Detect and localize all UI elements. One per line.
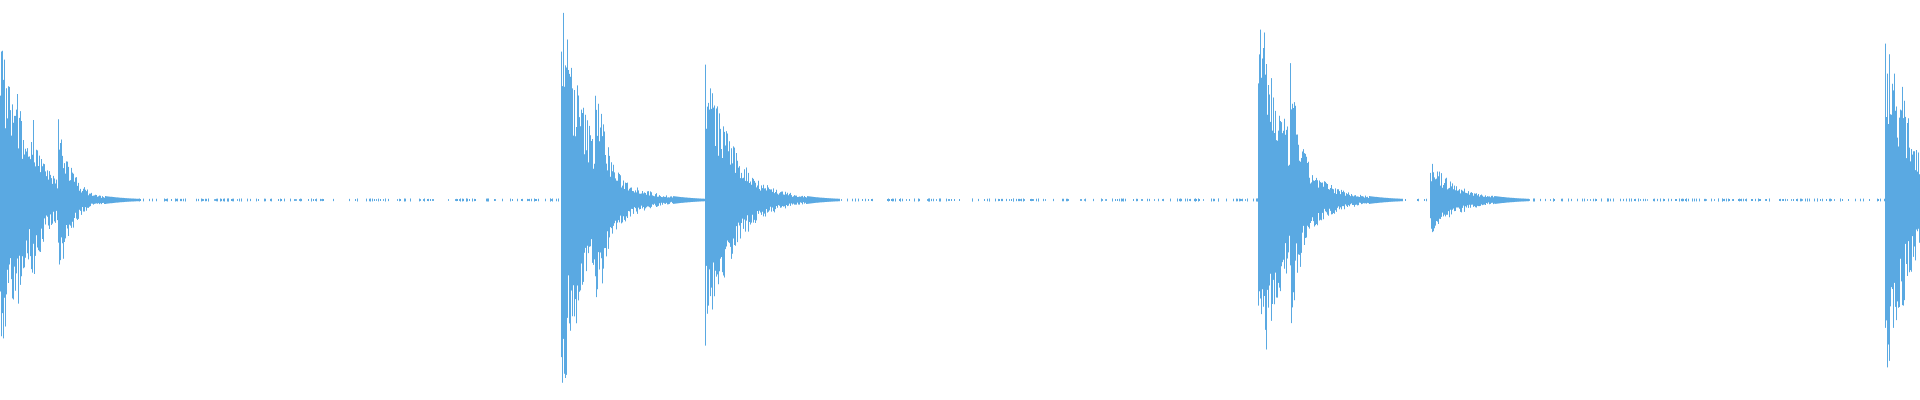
waveform-bars [0,12,1920,383]
